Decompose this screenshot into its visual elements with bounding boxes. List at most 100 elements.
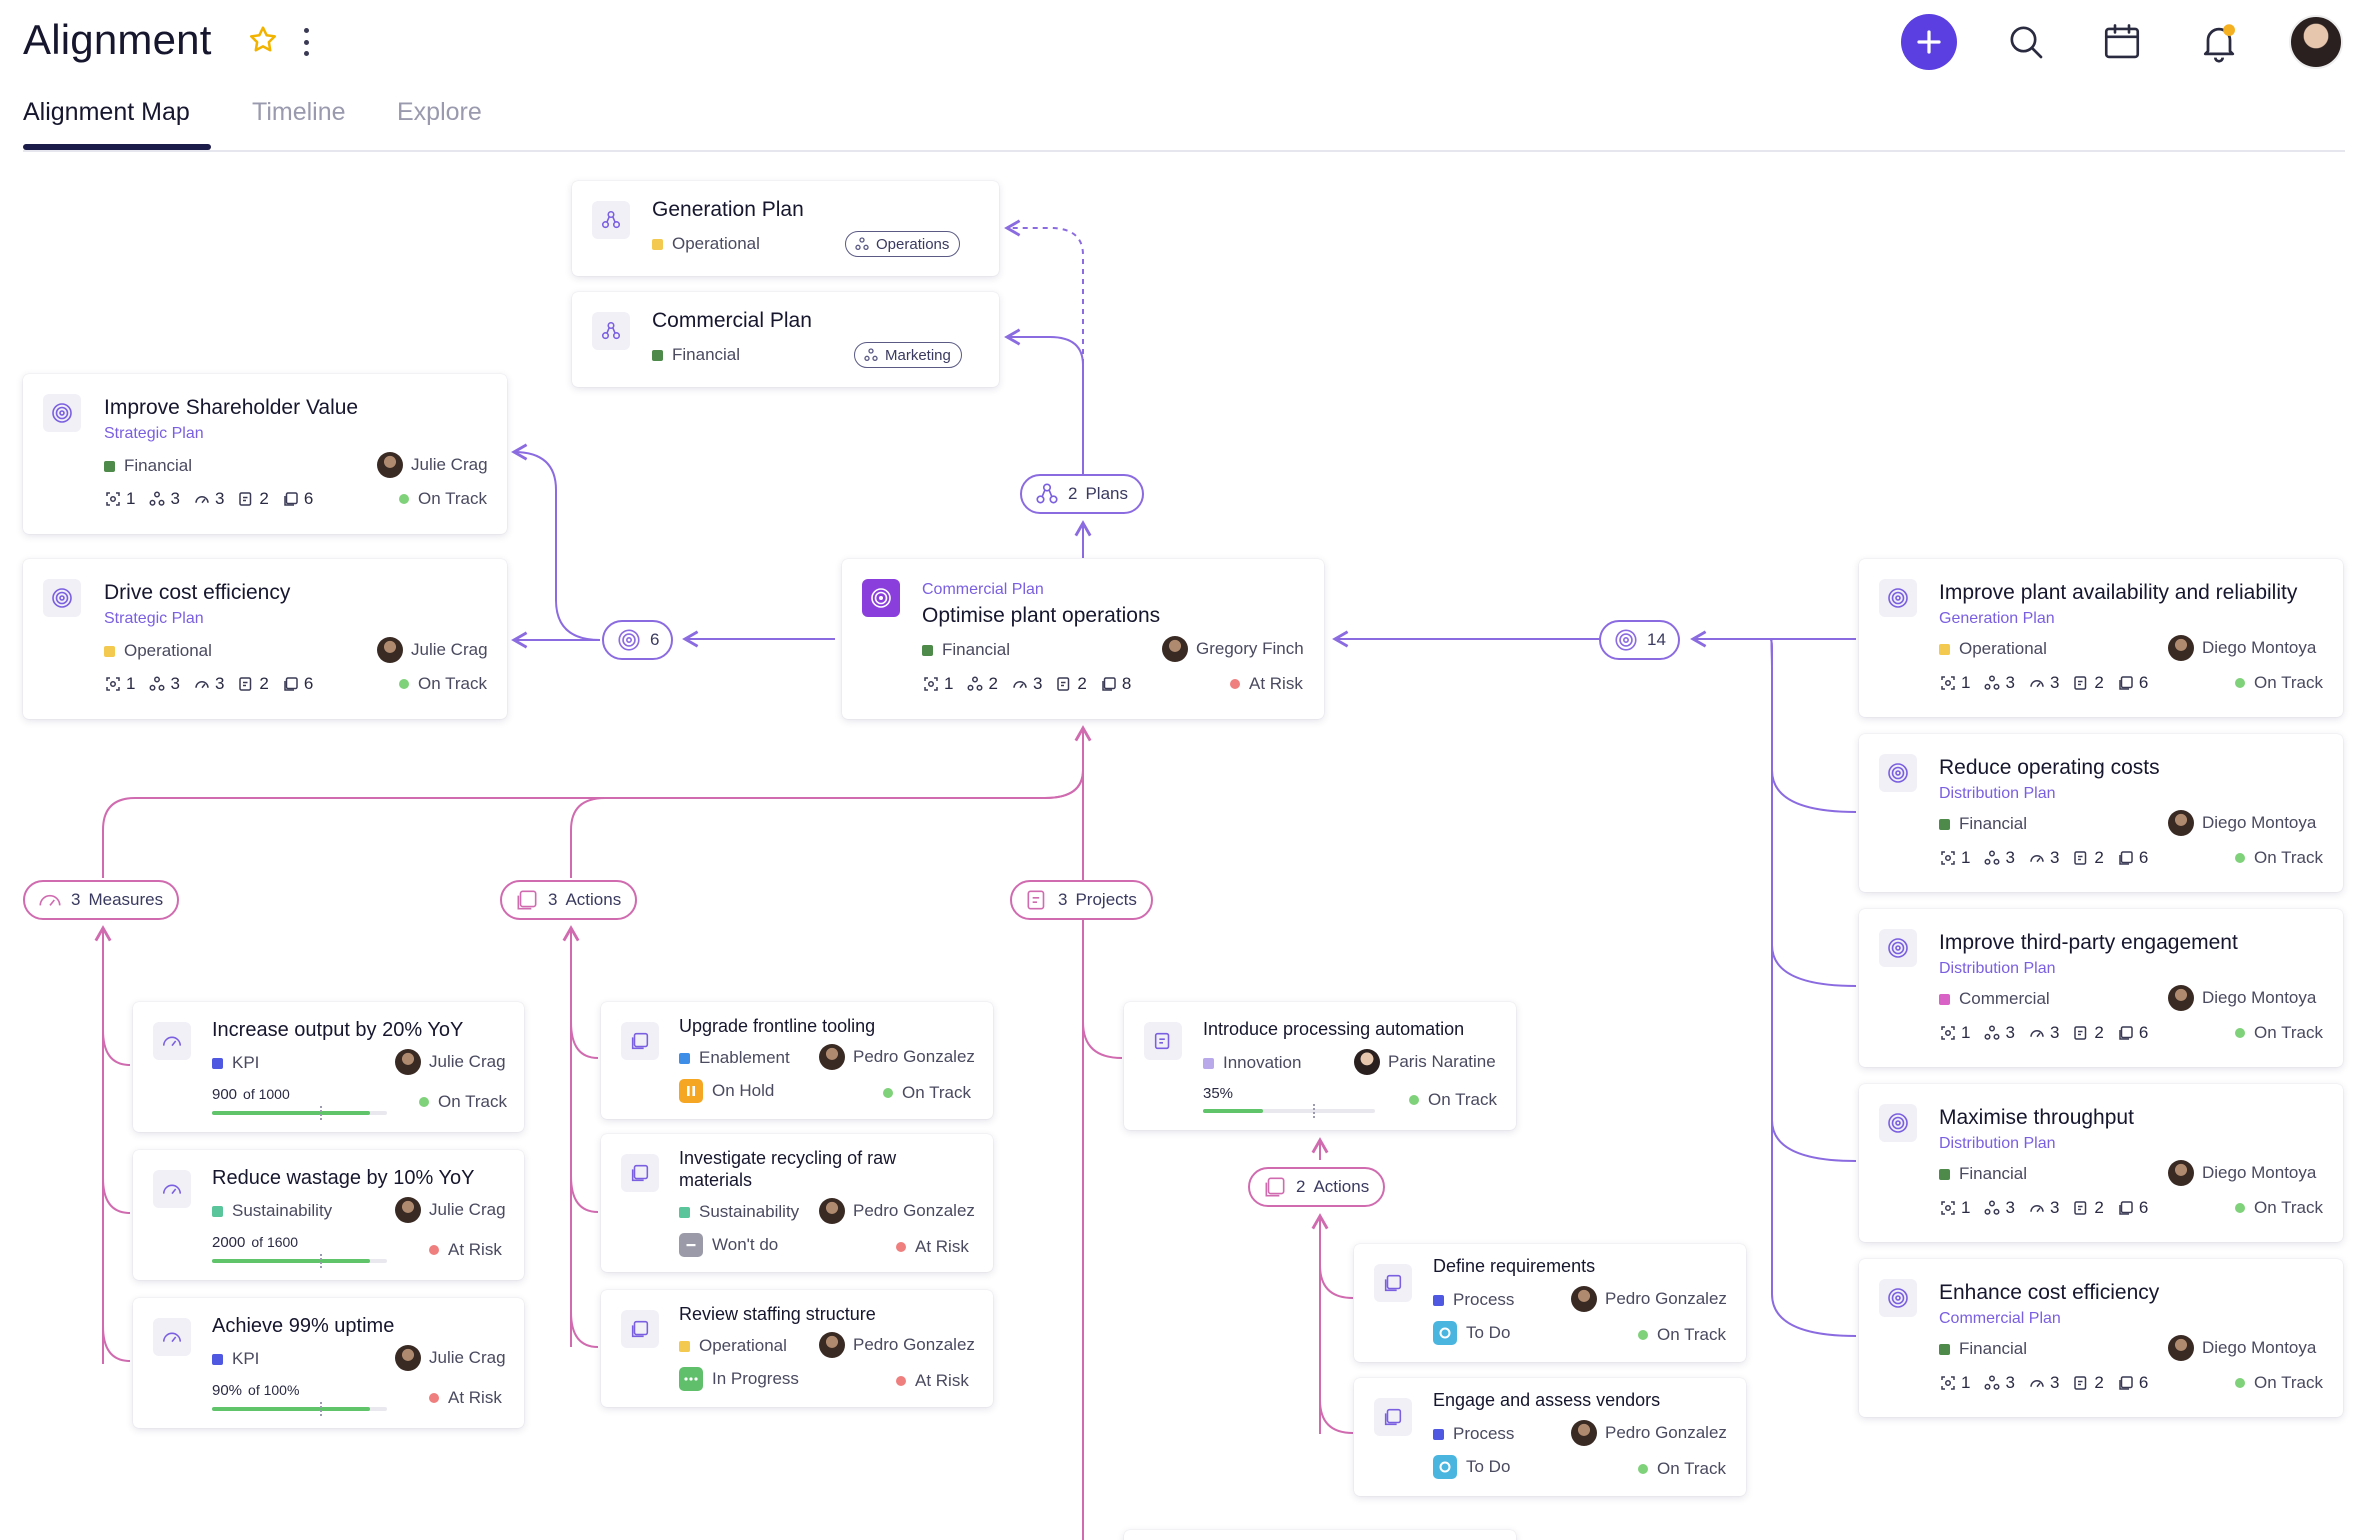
objective-category: Commercial (1939, 989, 2050, 1009)
target-icon (43, 394, 81, 432)
objective-card[interactable]: Improve Shareholder Value Strategic Plan… (23, 374, 507, 534)
measure-card[interactable]: Increase output by 20% YoY KPI Julie Cra… (133, 1002, 524, 1132)
objective-card[interactable]: Reduce operating costs Distribution Plan… (1859, 734, 2343, 892)
action-icon (1265, 1177, 1285, 1197)
work-state[interactable]: Won't do (679, 1233, 778, 1257)
action-category: Operational (679, 1336, 787, 1356)
objective-title: Improve Shareholder Value (104, 396, 359, 419)
progress-fill (212, 1259, 370, 1263)
avatar (2168, 635, 2194, 661)
objective-card[interactable]: Improve plant availability and reliabili… (1859, 559, 2343, 717)
target-icon (1615, 629, 1637, 651)
measure-card[interactable]: Achieve 99% uptime KPI Julie Crag 90%of … (133, 1298, 524, 1428)
measure-progress-bar (212, 1254, 387, 1268)
kebab-menu-icon[interactable] (298, 28, 314, 56)
measure-category: KPI (212, 1053, 259, 1073)
target-icon (1879, 579, 1917, 617)
work-state[interactable]: To Do (1433, 1455, 1510, 1479)
notifications-button[interactable] (2191, 14, 2247, 70)
work-state[interactable]: On Hold (679, 1079, 774, 1103)
gauge-icon (1013, 681, 1027, 689)
chip-label: Projects (1075, 890, 1137, 909)
project-icon (2074, 1376, 2087, 1390)
gauge-icon (39, 894, 61, 906)
project-card-partial[interactable] (1124, 1530, 1516, 1540)
add-button[interactable] (1901, 14, 1957, 70)
focused-objective-card[interactable]: Commercial Plan Optimise plant operation… (842, 559, 1324, 719)
plan-icon (149, 676, 165, 691)
objective-stats: 1 3 3 2 6 (104, 489, 313, 509)
tab-alignment-map[interactable]: Alignment Map (23, 98, 190, 126)
action-icon (1102, 677, 1116, 691)
objective-category: Financial (104, 456, 192, 476)
calendar-button[interactable] (2094, 14, 2150, 70)
avatar (1571, 1286, 1597, 1312)
gauge-icon (2030, 680, 2044, 688)
avatar (2168, 1160, 2194, 1186)
aligned-objectives-chip-left[interactable]: 6 (602, 620, 674, 660)
action-card[interactable]: Review staffing structure Operational Pe… (601, 1290, 993, 1407)
plan-icon (1984, 1375, 2000, 1390)
sub-actions-chip[interactable]: 2 Actions (1248, 1167, 1386, 1207)
action-title: Upgrade frontline tooling (679, 1016, 876, 1036)
objective-card[interactable]: Drive cost efficiency Strategic Plan Ope… (23, 559, 507, 719)
project-card[interactable]: Introduce processing automation Innovati… (1124, 1002, 1516, 1130)
calendar-icon (2104, 24, 2140, 59)
objective-plan: Distribution Plan (1939, 785, 2056, 802)
status-badge: On Track (1638, 1459, 1726, 1479)
objective-card[interactable]: Maximise throughput Distribution Plan Fi… (1859, 1084, 2343, 1242)
action-card[interactable]: Investigate recycling of raw materials S… (601, 1134, 993, 1272)
sub-action-card[interactable]: Engage and assess vendors Process Pedro … (1354, 1378, 1746, 1496)
work-state[interactable]: In Progress (679, 1367, 799, 1391)
action-owner: Pedro Gonzalez (819, 1044, 975, 1070)
tab-timeline[interactable]: Timeline (252, 98, 346, 126)
objective-card[interactable]: Enhance cost efficiency Commercial Plan … (1859, 1259, 2343, 1417)
objective-title: Improve plant availability and reliabili… (1939, 581, 2298, 604)
chip-count: 3 (71, 890, 81, 909)
active-tab-indicator (23, 144, 211, 150)
action-category: Sustainability (679, 1202, 799, 1222)
aligned-objectives-chip-right[interactable]: 14 (1599, 620, 1680, 660)
measure-owner: Julie Crag (395, 1049, 506, 1075)
work-state[interactable]: To Do (1433, 1321, 1510, 1345)
tab-explore[interactable]: Explore (397, 98, 482, 126)
measures-chip[interactable]: 3 Measures (23, 880, 180, 920)
plan-icon (592, 201, 630, 239)
plan-card-commercial[interactable]: Commercial Plan Financial Marketing (572, 292, 999, 387)
objective-card[interactable]: Improve third-party engagement Distribut… (1859, 909, 2343, 1067)
objective-owner: Julie Crag (377, 452, 488, 478)
project-icon (1144, 1022, 1182, 1060)
project-progress-bar (1203, 1104, 1375, 1118)
objective-owner: Julie Crag (377, 637, 488, 663)
measure-card[interactable]: Reduce wastage by 10% YoY Sustainability… (133, 1150, 524, 1280)
sub-action-card[interactable]: Define requirements Process Pedro Gonzal… (1354, 1244, 1746, 1362)
objective-title: Improve third-party engagement (1939, 931, 2238, 954)
projects-chip[interactable]: 3 Projects (1010, 880, 1153, 920)
status-badge: At Risk (1230, 674, 1303, 694)
objective-title: Optimise plant operations (922, 604, 1161, 627)
action-category: Process (1433, 1424, 1514, 1444)
plus-icon (1917, 30, 1941, 54)
star-icon[interactable] (247, 24, 279, 56)
key-result-icon (924, 677, 938, 691)
status-badge: On Track (2235, 1198, 2323, 1218)
action-title-line2: materials (679, 1170, 753, 1190)
target-icon (43, 579, 81, 617)
objective-owner: Diego Montoya (2168, 1160, 2316, 1186)
target-icon (862, 579, 900, 617)
status-badge: At Risk (429, 1240, 502, 1260)
action-icon (2119, 676, 2133, 690)
avatar (395, 1197, 421, 1223)
plan-icon (1036, 483, 1058, 504)
action-owner: Pedro Gonzalez (1571, 1286, 1727, 1312)
search-button[interactable] (1998, 14, 2054, 70)
actions-chip[interactable]: 3 Actions (500, 880, 638, 920)
action-card[interactable]: Upgrade frontline tooling Enablement Ped… (601, 1002, 993, 1119)
avatar (377, 637, 403, 663)
project-category: Innovation (1203, 1053, 1301, 1073)
plan-card-generation[interactable]: Generation Plan Operational Operations (572, 181, 999, 276)
action-owner: Pedro Gonzalez (819, 1332, 975, 1358)
user-avatar[interactable] (2288, 14, 2344, 70)
plans-count-chip[interactable]: 2 Plans (1020, 474, 1144, 514)
